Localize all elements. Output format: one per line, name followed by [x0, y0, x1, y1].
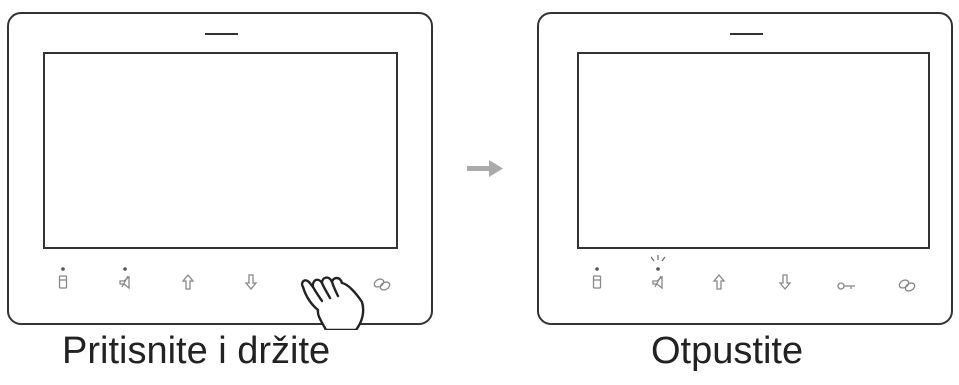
button-row-right — [592, 255, 916, 292]
right-arrow-icon — [467, 160, 503, 177]
monitor-screen — [43, 52, 398, 249]
monitor-screen — [577, 52, 930, 249]
link-icon[interactable] — [898, 278, 916, 292]
down-arrow-icon[interactable] — [244, 274, 258, 291]
pressing-hand-icon — [300, 276, 365, 330]
down-arrow-icon[interactable] — [778, 274, 792, 291]
up-arrow-icon[interactable] — [712, 273, 726, 290]
speaker-icon[interactable] — [650, 255, 666, 290]
up-arrow-icon[interactable] — [181, 273, 195, 290]
blinking-indicator-icon — [650, 255, 666, 262]
handset-icon[interactable] — [592, 267, 602, 289]
monitor-frame — [537, 12, 953, 325]
caption-release: Otpustite — [651, 330, 804, 372]
key-icon[interactable] — [837, 282, 855, 290]
link-icon[interactable] — [373, 277, 391, 291]
diagram — [7, 12, 953, 330]
monitor-frame — [7, 12, 433, 325]
handset-icon[interactable] — [58, 267, 68, 289]
monitor-right — [537, 12, 953, 325]
monitor-left — [7, 12, 433, 325]
speaker-icon[interactable] — [119, 267, 130, 290]
caption-press-and-hold: Pritisnite i držite — [62, 330, 331, 372]
